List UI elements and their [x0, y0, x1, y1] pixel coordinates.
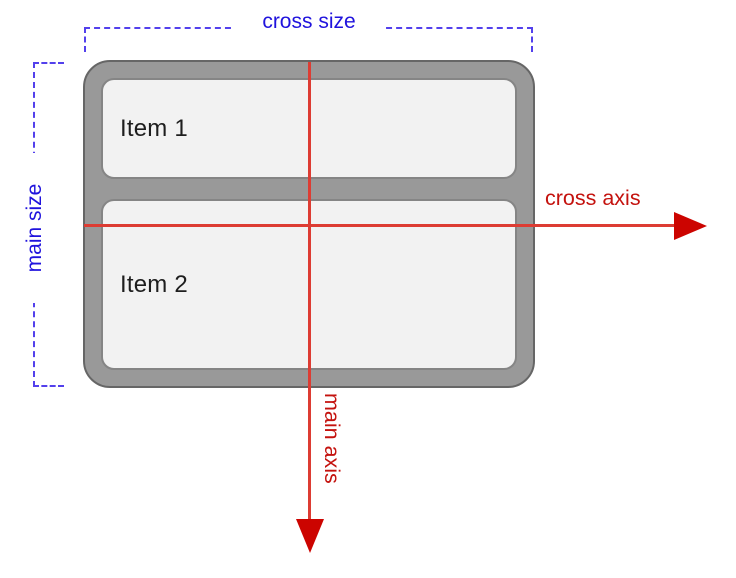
flex-item-2-label: Item 2: [120, 270, 188, 298]
main-axis-arrowhead-icon: [296, 519, 324, 553]
cross-axis-label: cross axis: [545, 186, 641, 210]
cross-axis-arrowhead-icon: [674, 212, 707, 240]
main-axis-label: main axis: [320, 393, 344, 484]
main-size-label: main size: [21, 153, 49, 303]
main-axis-line: [308, 62, 311, 519]
flex-item-1-label: Item 1: [120, 114, 188, 142]
cross-axis-line: [84, 224, 675, 227]
cross-size-label: cross size: [234, 9, 384, 35]
